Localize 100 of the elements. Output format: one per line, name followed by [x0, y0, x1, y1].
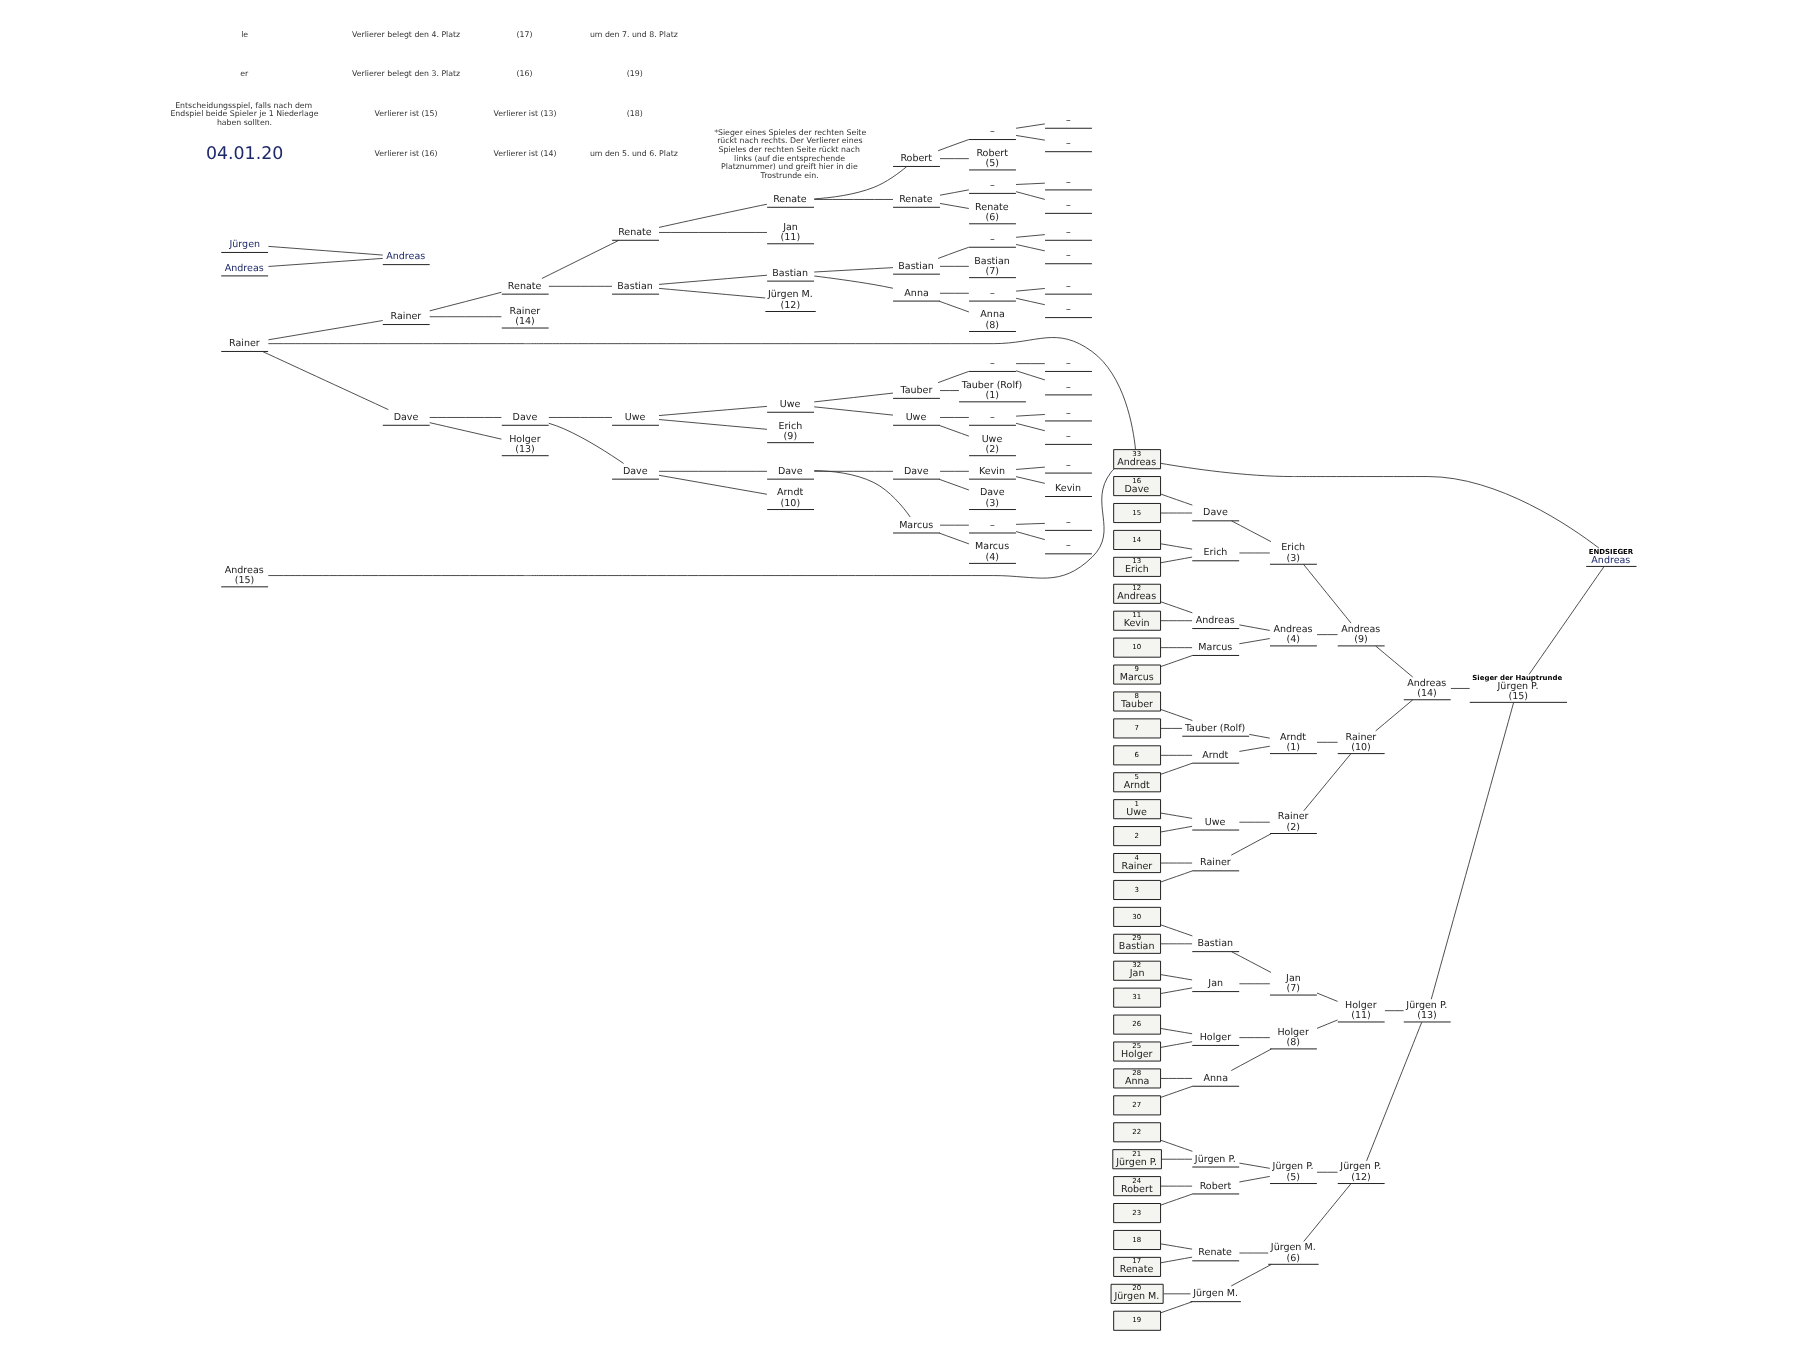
connector [813, 267, 894, 273]
connector [658, 474, 768, 495]
connector [1015, 234, 1046, 238]
connector [1303, 1183, 1352, 1242]
connector [1161, 1158, 1193, 1160]
connector [1316, 741, 1338, 743]
connector [1160, 601, 1193, 614]
connector [267, 468, 1115, 579]
connector [939, 524, 970, 526]
connector [1160, 493, 1193, 506]
connector [1160, 1041, 1193, 1048]
connector [1015, 370, 1046, 381]
connector [813, 406, 894, 416]
connector [1231, 951, 1272, 973]
connector [1248, 733, 1271, 739]
connector [268, 245, 384, 256]
connector [1015, 422, 1046, 432]
connector [1160, 862, 1193, 864]
connector [939, 390, 960, 391]
connector [1230, 1048, 1272, 1071]
connector [1160, 1085, 1193, 1098]
connector [1015, 476, 1046, 484]
connector [1238, 1037, 1271, 1039]
connector [939, 189, 970, 196]
connector [1015, 123, 1046, 129]
connector [1238, 745, 1271, 752]
connector [1160, 924, 1193, 937]
connector [1160, 1193, 1193, 1206]
connector [1160, 512, 1193, 514]
label: 04.01.20 [206, 144, 284, 165]
connector [1160, 987, 1193, 994]
connector [939, 470, 970, 472]
connector [1015, 182, 1046, 185]
connector [1160, 709, 1193, 721]
connector [429, 316, 502, 318]
connector [939, 292, 970, 294]
connector [937, 139, 970, 152]
connector [1528, 566, 1605, 675]
connector [1450, 688, 1471, 689]
connector [1238, 1175, 1271, 1183]
connector [548, 422, 625, 464]
connector [813, 275, 894, 289]
connector [1015, 244, 1046, 252]
connector [1303, 563, 1352, 624]
connector [939, 158, 970, 160]
connector [1160, 762, 1193, 775]
connector [938, 424, 970, 437]
connector [1230, 1263, 1272, 1287]
connector [1160, 620, 1193, 622]
connector [267, 337, 1136, 450]
connector [1015, 522, 1046, 525]
connector [268, 320, 384, 341]
connector [1160, 754, 1193, 756]
connector [1160, 1243, 1193, 1250]
connector [1231, 520, 1272, 543]
connector [938, 300, 970, 313]
connector [268, 257, 384, 267]
connector [1160, 655, 1193, 668]
connector [429, 417, 502, 418]
connector [548, 285, 613, 287]
connector [1375, 699, 1414, 732]
connector [1160, 812, 1193, 819]
connector [1160, 1139, 1193, 1152]
connector [1230, 833, 1272, 856]
connector [429, 422, 502, 440]
connector [1015, 466, 1046, 470]
connector [541, 239, 620, 279]
connector [939, 417, 970, 418]
connector [1015, 414, 1046, 417]
connector [1316, 1171, 1338, 1173]
connector [658, 405, 768, 416]
connector [1366, 1021, 1423, 1162]
connector [1238, 983, 1271, 985]
connector [937, 371, 970, 384]
connector [1015, 288, 1046, 292]
connector [1160, 1078, 1193, 1079]
connector [938, 478, 970, 491]
connector [1163, 1293, 1191, 1295]
connector [1316, 1019, 1338, 1029]
connector [1015, 531, 1046, 541]
connector [658, 274, 768, 285]
connector [1160, 870, 1193, 883]
connector [813, 392, 894, 403]
connector [1160, 728, 1183, 729]
connector [1430, 702, 1515, 1000]
connector [1160, 825, 1193, 833]
connector [939, 203, 970, 209]
connector [1375, 645, 1414, 678]
connector [1303, 753, 1352, 812]
connector [658, 287, 766, 299]
connector [813, 199, 894, 200]
connector [1015, 135, 1046, 141]
connector [1238, 624, 1271, 631]
connector [1160, 462, 1600, 549]
connector [1160, 943, 1193, 945]
connector [938, 532, 970, 545]
connector [1160, 1301, 1193, 1314]
connector [1015, 363, 1046, 365]
connector [813, 470, 894, 472]
connector [1015, 191, 1046, 200]
